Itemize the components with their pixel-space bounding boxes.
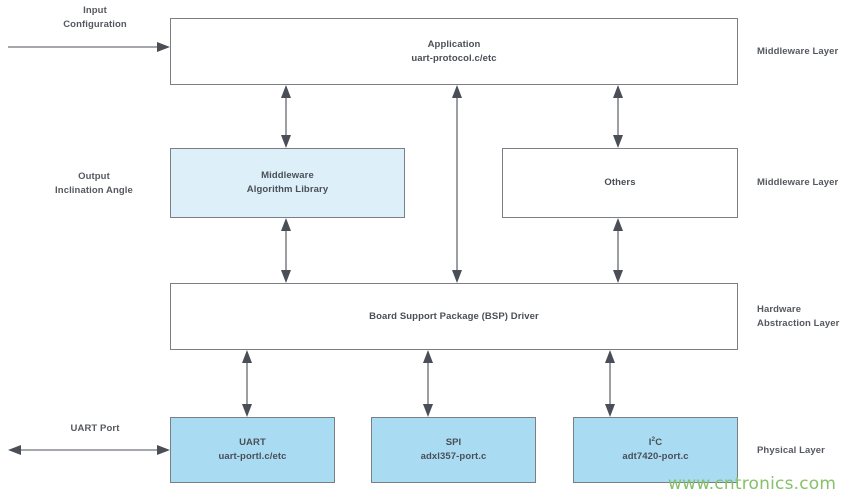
connector-bsp-to-spi xyxy=(421,350,435,417)
node-uart-subtitle: uart-portl.c/etc xyxy=(218,451,287,462)
label-input-configuration: Input Configuration xyxy=(63,5,127,31)
connector-application-to-bsp xyxy=(450,85,464,283)
node-uart[interactable]: UART uart-portl.c/etc xyxy=(170,417,335,483)
node-i2c-subtitle: adt7420-port.c xyxy=(622,451,689,462)
node-uart-title: UART xyxy=(239,437,266,449)
connector-bsp-to-i2c xyxy=(603,350,617,417)
node-spi-subtitle: adxl357-port.c xyxy=(420,451,487,462)
node-i2c-title-suffix: C xyxy=(655,437,663,449)
node-application[interactable]: Application uart-protocol.c/etc xyxy=(170,18,738,85)
connector-bsp-to-uart xyxy=(240,350,254,417)
node-bsp-driver-title: Board Support Package (BSP) Driver xyxy=(369,310,539,322)
node-middleware-algorithm-library[interactable]: Middleware Algorithm Library xyxy=(170,148,405,218)
side-label-middleware-layer-bottom: Middleware Layer xyxy=(757,177,839,188)
node-spi[interactable]: SPI adxl357-port.c xyxy=(371,417,536,483)
node-others[interactable]: Others xyxy=(502,148,738,218)
node-others-title: Others xyxy=(604,177,636,189)
connector-input-configuration-arrow xyxy=(8,40,173,54)
node-application-subtitle: uart-protocol.c/etc xyxy=(411,52,497,64)
node-i2c-title-prefix: I xyxy=(648,437,652,449)
label-output-inclination-angle: Output Inclination Angle xyxy=(55,171,133,197)
connector-application-to-others xyxy=(611,85,625,148)
side-label-middleware-layer-top: Middleware Layer xyxy=(757,46,839,57)
label-uart-port: UART Port xyxy=(70,423,120,434)
connector-others-to-bsp xyxy=(611,218,625,283)
node-spi-title: SPI xyxy=(445,437,462,449)
connector-uart-port-arrow xyxy=(8,443,173,457)
node-middleware-algorithm-library-subtitle: Algorithm Library xyxy=(246,184,329,195)
node-application-title: Application xyxy=(427,38,481,50)
node-bsp-driver[interactable]: Board Support Package (BSP) Driver xyxy=(170,283,738,350)
connector-application-to-middleware-library xyxy=(279,85,293,148)
connector-middleware-library-to-bsp xyxy=(279,218,293,283)
side-label-hardware-abstraction-layer: Hardware Abstraction Layer xyxy=(757,304,840,330)
side-label-physical-layer: Physical Layer xyxy=(757,445,825,456)
watermark-text: www.cntronics.com xyxy=(668,474,837,494)
node-middleware-algorithm-library-title: Middleware xyxy=(261,170,314,182)
node-i2c[interactable]: I2C adt7420-port.c xyxy=(573,417,738,483)
node-i2c-title: I2C xyxy=(649,436,662,450)
node-i2c-title-superscript: 2 xyxy=(651,436,656,444)
